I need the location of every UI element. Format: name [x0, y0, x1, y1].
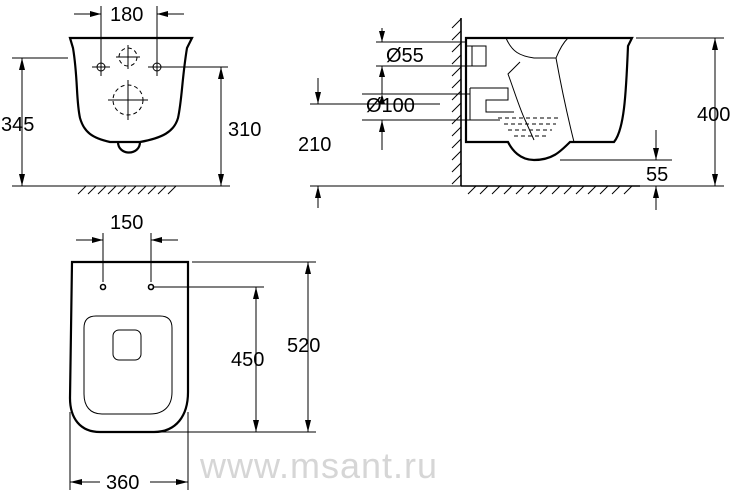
watermark-text: www.msant.ru [199, 445, 438, 486]
dim-side-inlet-diameter: Ø55 [386, 45, 424, 67]
dim-top-width: 360 [106, 472, 139, 492]
side-view: Ø55 Ø100 210 400 55 [298, 18, 730, 210]
dim-top-hole-to-front: 450 [231, 349, 264, 371]
side-wall-hatch [451, 18, 462, 185]
side-trap [507, 57, 575, 143]
dim-top-total-length: 520 [287, 335, 320, 357]
front-bowl-outline [68, 36, 194, 144]
dim-side-floor-gap: 55 [646, 164, 668, 186]
dim-top-hole-spacing: 150 [110, 212, 143, 234]
top-fixing-hole-right [147, 283, 155, 291]
front-fixing-hole-left [92, 58, 110, 76]
front-fixing-hole-right [148, 58, 228, 76]
side-water-level [498, 117, 560, 137]
front-view: 180 345 310 [1, 4, 261, 195]
top-view: 150 450 520 360 [68, 212, 320, 492]
top-drain [112, 329, 142, 361]
side-inlet-connector [465, 45, 487, 67]
dim-side-outlet-diameter: Ø100 [366, 95, 415, 117]
dim-front-hole-spacing: 180 [110, 4, 143, 26]
front-outlet-hole [108, 80, 148, 120]
dim-side-total-height: 400 [697, 104, 730, 126]
top-fixing-hole-left [99, 283, 107, 291]
dim-front-total-height: 345 [1, 114, 34, 136]
top-seat-opening [83, 315, 173, 415]
side-floor-hatch [467, 185, 633, 195]
front-inlet-hole [116, 45, 140, 69]
side-rim-inner [505, 37, 569, 59]
dim-side-outlet-height: 210 [298, 134, 331, 156]
front-outlet [116, 141, 142, 154]
side-bowl-outline [464, 36, 634, 162]
dim-front-fixing-height: 310 [228, 119, 261, 141]
front-floor-hatch [77, 185, 177, 195]
